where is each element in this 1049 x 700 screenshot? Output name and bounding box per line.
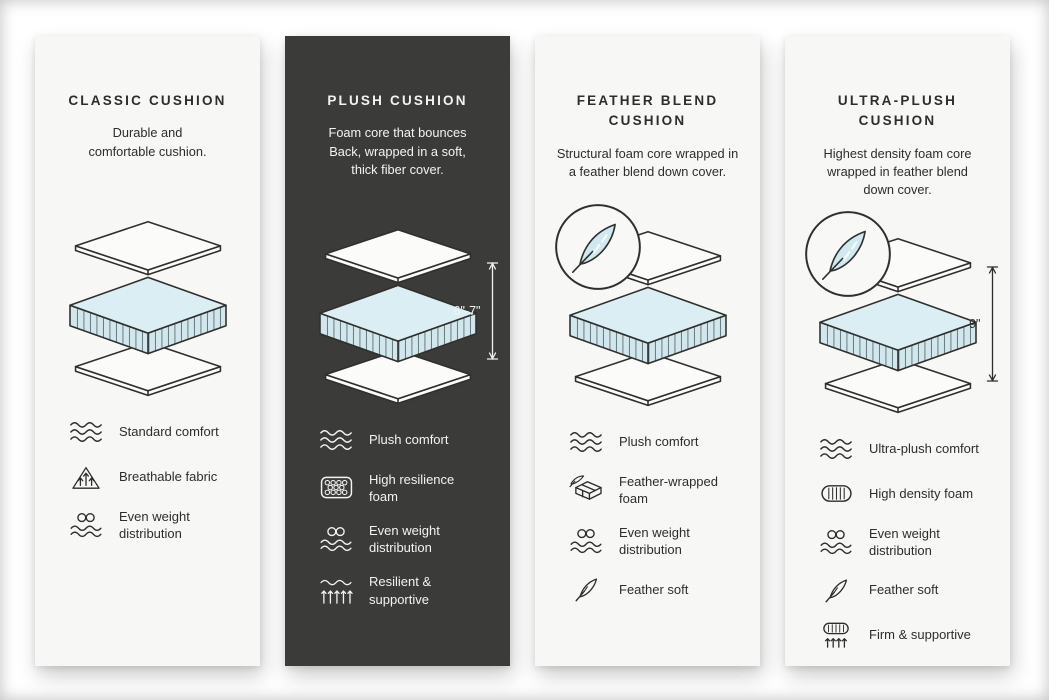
even-weight-icon (817, 529, 855, 555)
feature-label: Even weight distribution (369, 523, 440, 556)
waves-icon (317, 428, 355, 452)
feature-item: Resilient & supportive (317, 573, 494, 607)
card-header: CLASSIC CUSHION Durable and comfortable … (51, 80, 244, 184)
measurement-line (986, 265, 998, 382)
feature-label: Plush comfort (369, 432, 449, 448)
card-title: PLUSH CUSHION (327, 93, 468, 109)
high-density-foam-icon (817, 481, 855, 506)
even-weight-icon (567, 528, 605, 554)
waves-icon (567, 430, 605, 454)
feather-foam-icon (567, 475, 605, 504)
card-header: PLUSH CUSHION Foam core that bounces Bac… (301, 80, 494, 192)
feature-item: Standard comfort (67, 418, 244, 446)
even-weight-icon (67, 512, 105, 538)
breathable-icon (67, 463, 105, 491)
card-description: Structural foam core wrapped in a feathe… (556, 145, 739, 179)
feature-label: Even weight distribution (869, 525, 940, 558)
feature-item: High density foam (817, 480, 994, 508)
feature-label: Even weight distribution (119, 509, 190, 542)
springs-icon (317, 577, 355, 605)
feature-item: Even weight distribution (567, 524, 744, 558)
card-description: Durable and comfortable cushion. (88, 125, 207, 159)
feature-list: Standard comfort Breathable fabric Even … (51, 418, 244, 559)
feather-badge-icon (553, 202, 643, 292)
feature-item: Breathable fabric (67, 463, 244, 491)
cushion-comparison: CLASSIC CUSHION Durable and comfortable … (35, 36, 1010, 666)
feature-label: Resilient & supportive (369, 574, 432, 607)
feature-list: Plush comfort Feather-wrapped foam Even … (551, 428, 744, 621)
feature-item: Even weight distribution (817, 525, 994, 559)
feature-item: High resilience foam (317, 471, 494, 505)
feather-icon (567, 576, 605, 603)
feather-icon (817, 577, 855, 604)
cushion-layers-illustration (55, 218, 241, 400)
feature-item: Ultra-plush comfort (817, 435, 994, 463)
feature-label: Even weight distribution (619, 525, 690, 558)
feature-list: Plush comfort High resilience foam Even … (301, 426, 494, 625)
firm-supportive-icon (817, 621, 855, 649)
feature-item: Feather soft (567, 575, 744, 603)
feature-label: Breathable fabric (119, 469, 218, 485)
measurement-line (486, 261, 498, 360)
feature-label: Standard comfort (119, 424, 219, 440)
even-weight-icon (317, 526, 355, 552)
honeycomb-foam-icon (317, 474, 355, 501)
card-description: Foam core that bounces Back, wrapped in … (328, 125, 467, 177)
height-label: 9" (969, 316, 981, 331)
waves-icon (67, 420, 105, 444)
feature-label: Feather soft (619, 581, 689, 597)
height-measurement: 6"-7" (454, 261, 499, 361)
card-title: FEATHER BLEND CUSHION (576, 93, 719, 129)
cushion-illustration: 6"-7" (305, 226, 498, 408)
card-title: ULTRA-PLUSH CUSHION (837, 93, 958, 129)
card-classic-cushion: CLASSIC CUSHION Durable and comfortable … (35, 36, 260, 666)
feature-item: Feather-wrapped foam (567, 473, 744, 507)
cushion-illustration (55, 218, 241, 400)
card-title: CLASSIC CUSHION (68, 93, 227, 109)
waves-icon (817, 437, 855, 461)
feature-item: Plush comfort (317, 426, 494, 454)
feature-item: Plush comfort (567, 428, 744, 456)
cushion-illustration (555, 228, 741, 410)
card-plush-cushion: PLUSH CUSHION Foam core that bounces Bac… (285, 36, 510, 666)
card-feather-blend-cushion: FEATHER BLEND CUSHION Structural foam co… (535, 36, 760, 666)
card-header: ULTRA-PLUSH CUSHION Highest density foam… (801, 80, 994, 201)
card-ultra-plush-cushion: ULTRA-PLUSH CUSHION Highest density foam… (785, 36, 1010, 666)
feature-label: High resilience foam (369, 471, 455, 504)
feature-list: Ultra-plush comfort High density foam Ev… (801, 435, 994, 666)
feature-label: Feather-wrapped foam (619, 473, 718, 506)
feature-label: High density foam (869, 486, 974, 502)
feature-item: Even weight distribution (317, 522, 494, 556)
feather-badge-icon (803, 209, 893, 299)
feature-label: Feather soft (869, 582, 939, 598)
card-header: FEATHER BLEND CUSHION Structural foam co… (551, 80, 744, 194)
feature-item: Firm & supportive (817, 621, 994, 649)
card-description: Highest density foam core wrapped in fea… (823, 145, 972, 198)
feature-item: Feather soft (817, 576, 994, 604)
cushion-illustration: 9" (805, 235, 998, 417)
feature-label: Firm & supportive (869, 627, 971, 643)
feature-item: Even weight distribution (67, 508, 244, 542)
height-measurement: 9" (969, 265, 998, 383)
feature-label: Ultra-plush comfort (869, 441, 979, 457)
height-label: 6"-7" (453, 303, 481, 318)
feature-label: Plush comfort (619, 434, 699, 450)
